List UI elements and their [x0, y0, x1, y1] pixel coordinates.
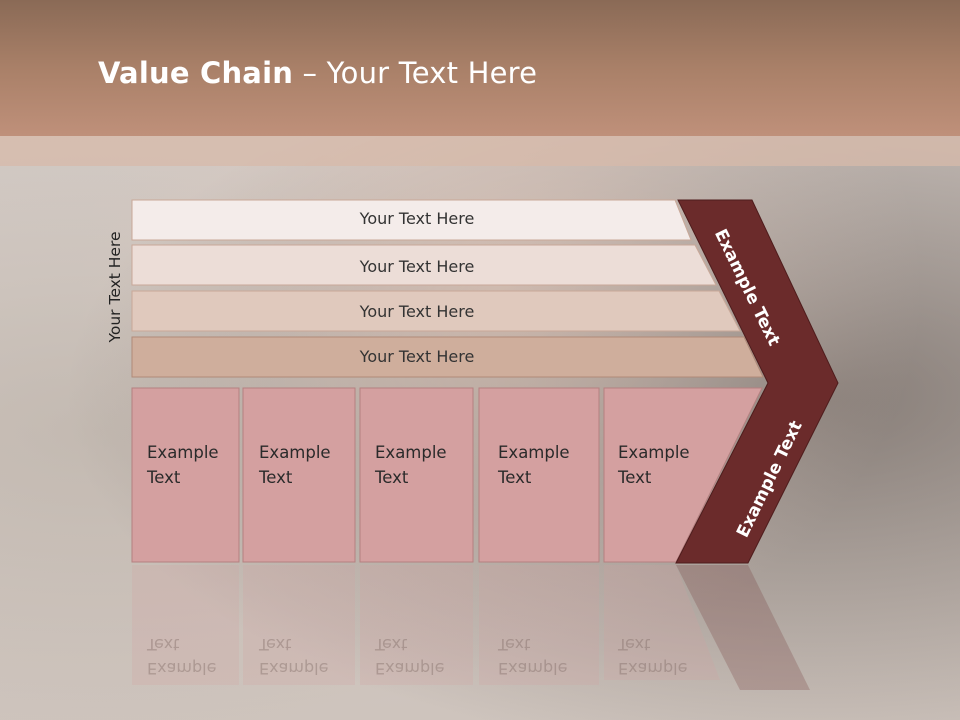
cell-4-shape: [478, 387, 600, 563]
cell-2-line2: Text: [259, 468, 293, 487]
cell-2-label: Example Text: [259, 440, 331, 490]
cell-4-label: Example Text: [498, 440, 570, 490]
chevron-arrow: [675, 199, 839, 564]
stripe-4: [131, 336, 764, 378]
cell-2-reflection: Example Text: [259, 632, 328, 680]
cell-3-reflection-line1: Example: [375, 659, 445, 678]
cell-3-reflection: Example Text: [375, 632, 444, 680]
cell-4-reflection: Example Text: [498, 632, 567, 680]
cell-4-line1: Example: [498, 443, 570, 462]
cell-3-shape: [359, 387, 474, 563]
cell-3-reflection-line2: Text: [375, 635, 408, 654]
cell-5-reflection: Example Text: [618, 632, 687, 680]
side-vertical-label: Your Text Here: [106, 231, 124, 343]
cell-2-shape: [242, 387, 356, 563]
stripe-1-label: Your Text Here: [359, 209, 475, 228]
cell-1-reflection-line2: Text: [147, 635, 180, 654]
cell-4-line2: Text: [498, 468, 532, 487]
cell-1-line1: Example: [147, 443, 219, 462]
cell-1-label: Example Text: [147, 440, 219, 490]
cell-2-reflection-line2: Text: [259, 635, 292, 654]
cell-2-line1: Example: [259, 443, 331, 462]
cell-5-line1: Example: [618, 443, 690, 462]
cell-5-line2: Text: [618, 468, 652, 487]
cell-5-label: Example Text: [618, 440, 690, 490]
slide-title-bold: Value Chain: [98, 56, 294, 90]
slide-title: Value Chain – Your Text Here: [98, 56, 537, 90]
reflection-group: [132, 565, 810, 690]
cell-4-reflection-line1: Example: [498, 659, 568, 678]
cell-5-reflection-line1: Example: [618, 659, 688, 678]
slide-title-rest: – Your Text Here: [293, 56, 538, 90]
cell-3-line2: Text: [375, 468, 409, 487]
stripe-2-label: Your Text Here: [359, 257, 475, 276]
header-subband: [0, 136, 960, 166]
cell-5-reflection-line2: Text: [618, 635, 651, 654]
header-band: [0, 0, 960, 136]
stripe-3-label: Your Text Here: [359, 302, 475, 321]
cell-1-shape: [131, 387, 240, 563]
cell-4-reflection-line2: Text: [498, 635, 531, 654]
stripe-1: [131, 199, 692, 241]
cell-2-reflection-line1: Example: [259, 659, 329, 678]
cell-1-reflection-line1: Example: [147, 659, 217, 678]
cell-3-line1: Example: [375, 443, 447, 462]
cell-1-line2: Text: [147, 468, 181, 487]
stripe-4-label: Your Text Here: [359, 347, 475, 366]
stripe-3: [131, 290, 741, 332]
stripe-2: [131, 244, 717, 286]
cell-3-label: Example Text: [375, 440, 447, 490]
cell-1-reflection: Example Text: [147, 632, 216, 680]
